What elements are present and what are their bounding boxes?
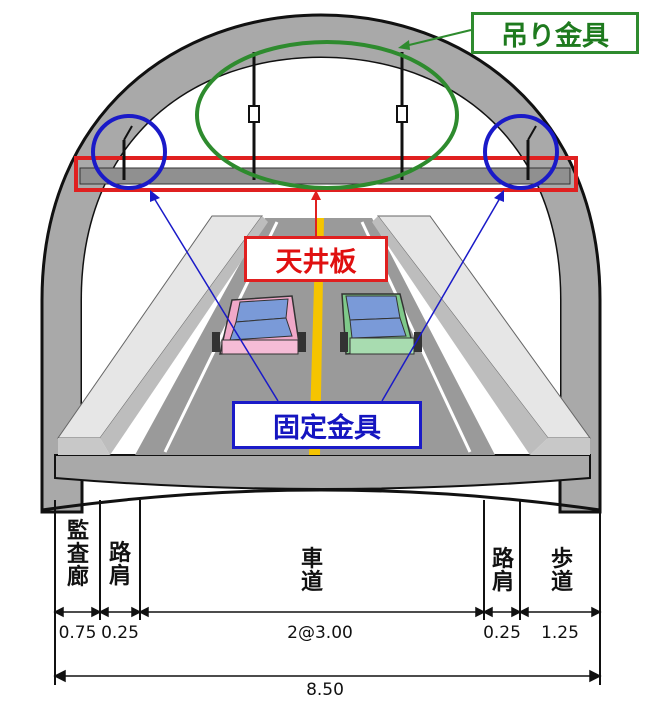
fixing-leader-right	[381, 190, 504, 402]
fixing-highlight-right	[483, 114, 559, 190]
ceiling-board-highlight	[74, 156, 578, 192]
section-sidewalk: 歩道	[548, 548, 576, 594]
hanger-highlight	[195, 40, 459, 190]
fixing-label: 固定金具	[232, 401, 422, 449]
ceiling-board-label: 天井板	[244, 236, 388, 282]
dim-shoulder-left: 0.25	[101, 623, 139, 643]
dim-sidewalk: 1.25	[541, 623, 579, 643]
fixing-bracket-right	[526, 125, 537, 180]
fixing-highlight-left	[91, 114, 167, 190]
section-shoulder-left-text: 路肩	[108, 541, 131, 589]
floor-slab	[54, 454, 591, 490]
dim-inspection-corridor: 0.75	[58, 623, 97, 643]
hanger-leader	[398, 29, 472, 50]
left-corridor-face	[100, 216, 268, 455]
right-sidewalk-face	[372, 216, 548, 455]
section-shoulder-right-text: 路肩	[491, 547, 514, 595]
car-right	[340, 293, 422, 355]
section-sidewalk-text: 歩道	[550, 547, 573, 595]
ceiling-board	[79, 167, 571, 185]
fixing-leader-left	[150, 190, 279, 402]
dim-shoulder-right: 0.25	[483, 623, 521, 643]
total-dimension-line	[53, 669, 602, 683]
hanger-rod-right	[396, 52, 408, 180]
dim-roadway: 2@3.00	[287, 623, 353, 643]
section-roadway-text: 車道	[300, 547, 323, 595]
left-corridor-front	[58, 438, 110, 455]
segment-dimension-line	[53, 606, 602, 618]
bottom-arc	[41, 488, 601, 512]
section-shoulder-left: 路肩	[106, 542, 134, 588]
section-roadway: 車道	[298, 548, 326, 594]
section-inspection-corridor-text: 監査廊	[66, 519, 89, 590]
dimension-extension-lines	[54, 500, 601, 685]
section-shoulder-right: 路肩	[489, 548, 517, 594]
fixing-bracket-left	[122, 125, 133, 180]
hanger-rod-left	[248, 52, 260, 180]
right-sidewalk-front	[530, 438, 590, 455]
ceiling-leader	[311, 190, 321, 236]
section-inspection-corridor: 監査廊	[64, 520, 92, 589]
hanger-label: 吊り金具	[471, 12, 639, 54]
dim-total: 8.50	[306, 680, 344, 700]
